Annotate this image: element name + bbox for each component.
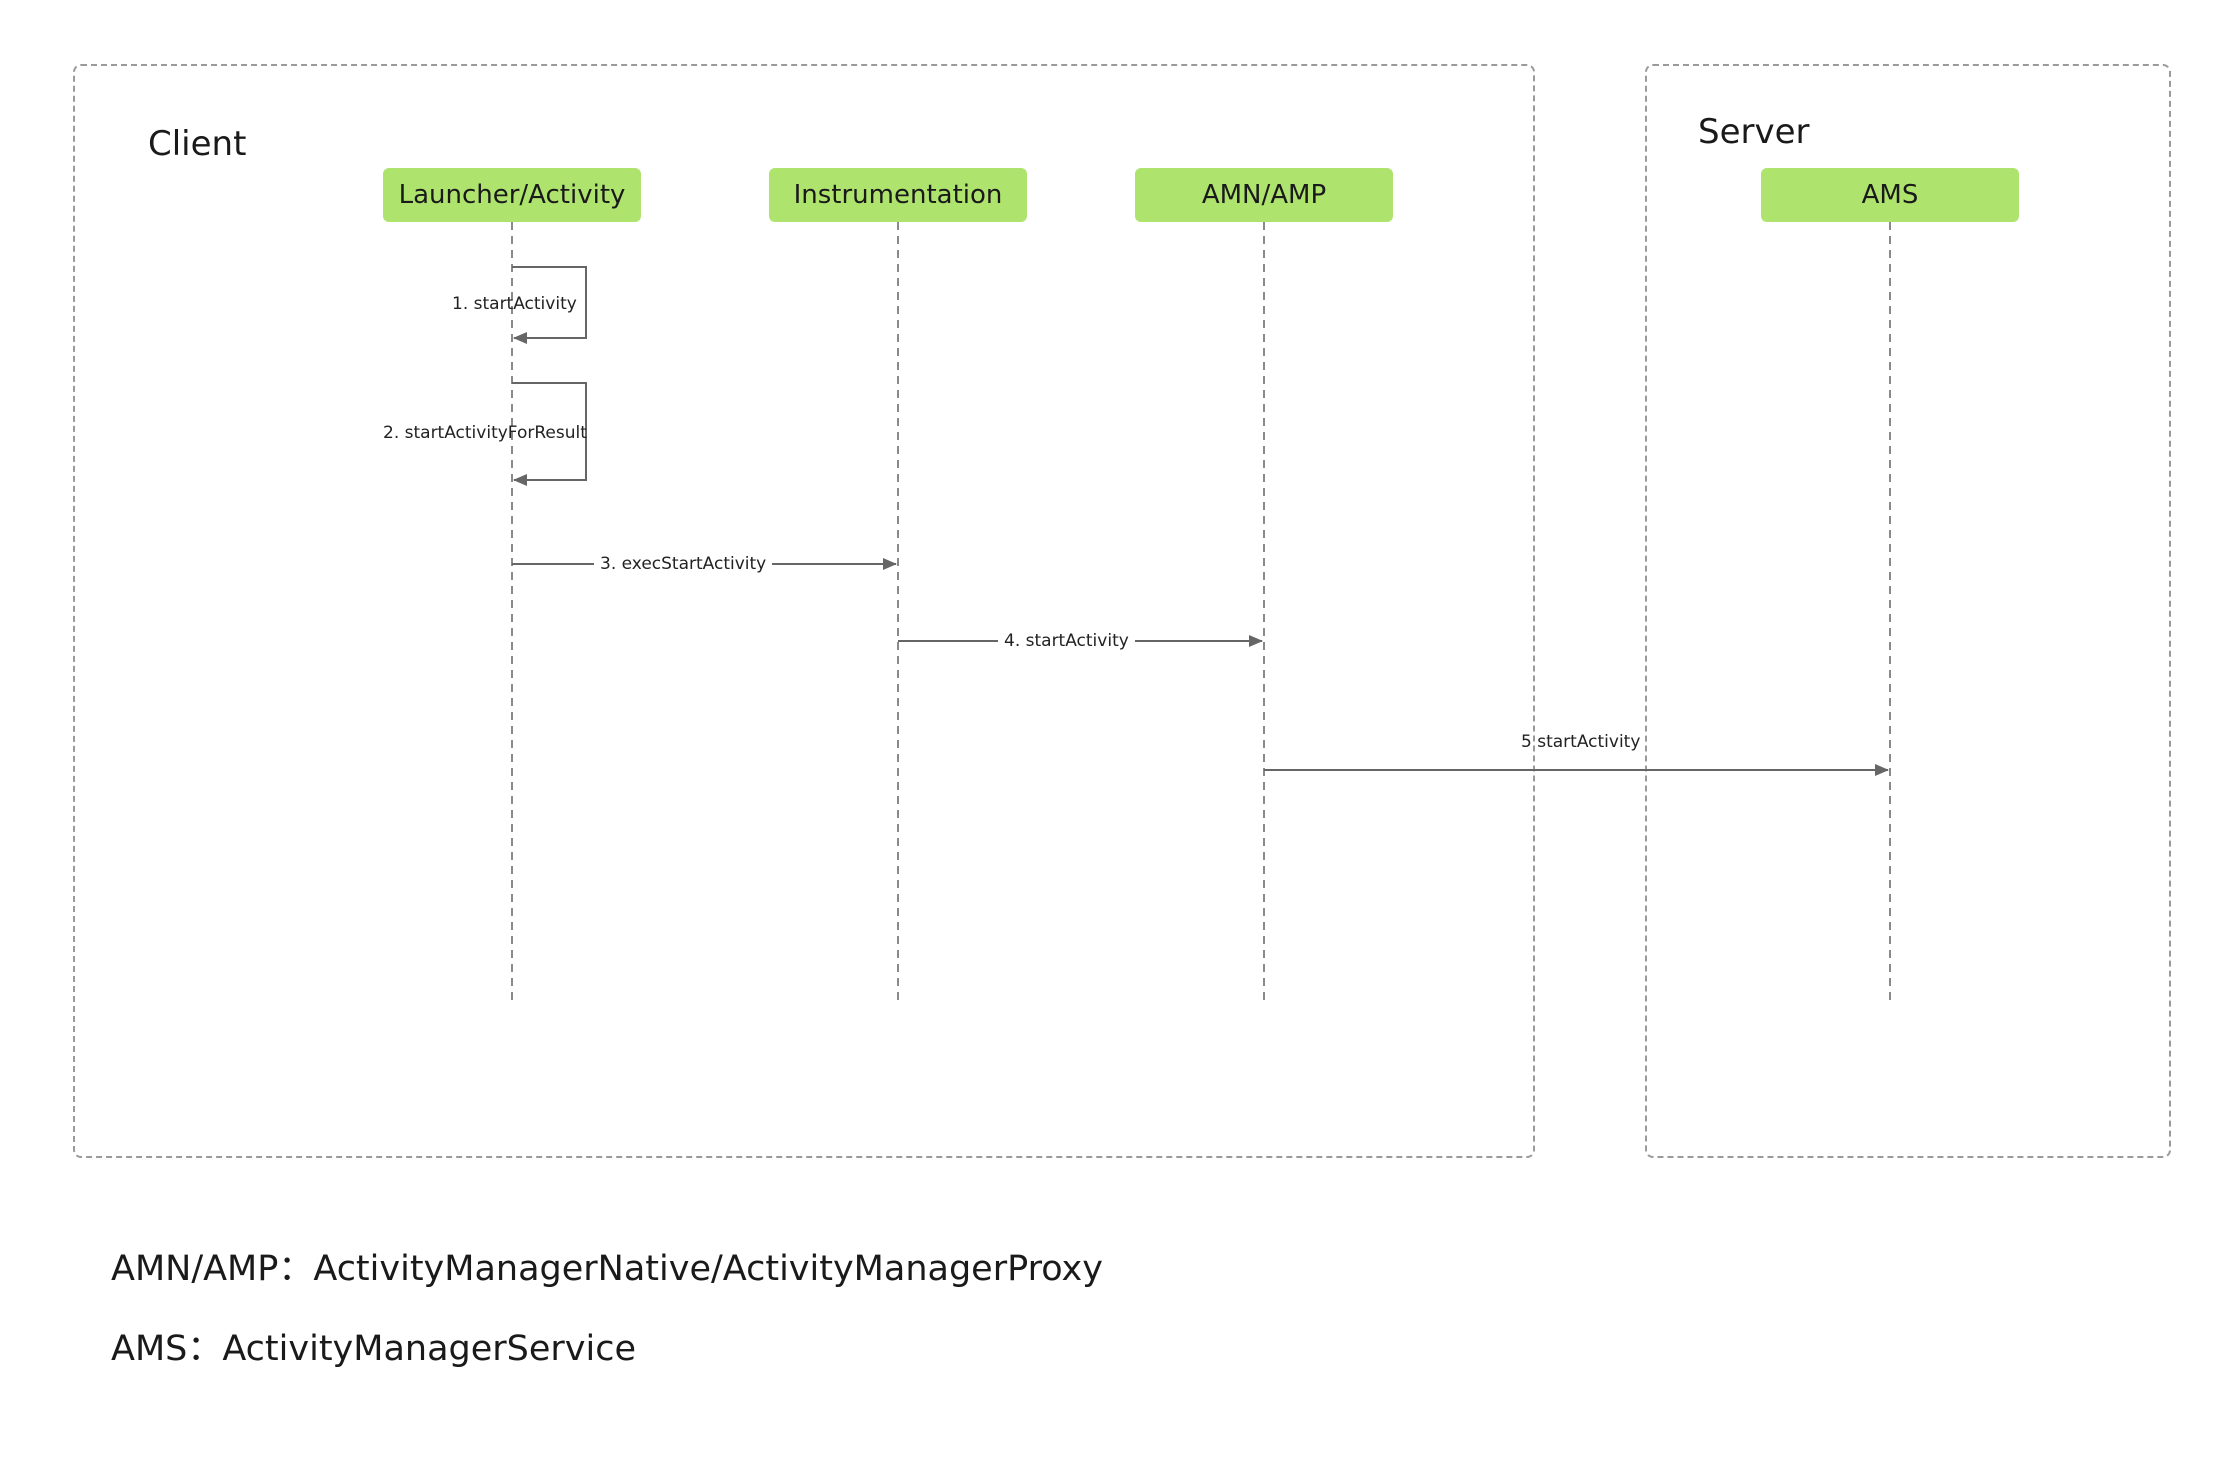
legend-ams: AMS：ActivityManagerService [111,1329,637,1369]
actor-instrumentation: Instrumentation [769,168,1027,222]
actor-amn-amp: AMN/AMP [1135,168,1393,222]
message-2-arrow [512,382,587,486]
client-frame-title: Client [148,124,247,164]
server-frame-title: Server [1698,112,1810,152]
message-3-label: 3. execStartActivity [594,553,773,575]
actor-ams: AMS [1761,168,2019,222]
server-frame [1645,64,2171,1158]
message-2-label: 2. startActivityForResult [383,423,587,443]
message-1-label: 1. startActivity [452,294,577,314]
message-5-label: 5 startActivity [1521,732,1641,752]
actor-launcher-activity: Launcher/Activity [383,168,641,222]
message-1-arrow [512,266,587,344]
client-frame [73,64,1535,1158]
legend-amn-amp: AMN/AMP：ActivityManagerNative/ActivityMa… [111,1249,1103,1289]
message-4-label: 4. startActivity [998,630,1135,652]
